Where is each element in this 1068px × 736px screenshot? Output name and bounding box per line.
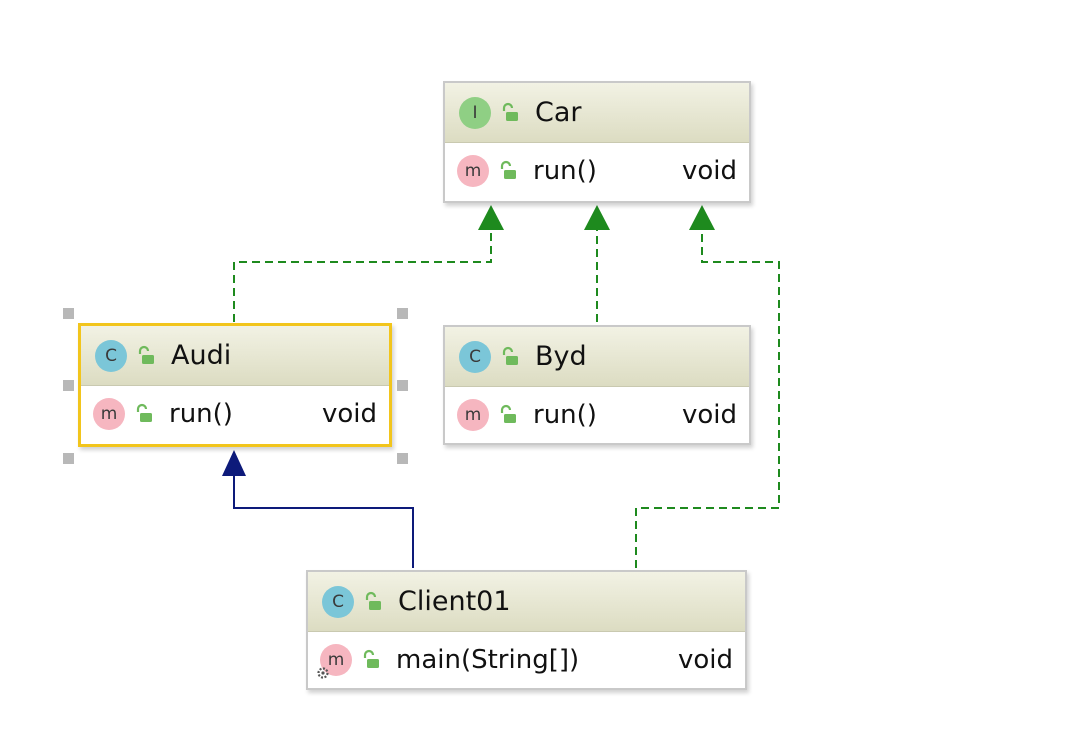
interface-icon: I — [459, 96, 491, 129]
method-row[interactable]: m run() void — [445, 387, 749, 443]
node-header: I Car — [445, 83, 749, 143]
method-icon: m — [457, 155, 489, 187]
public-lock-icon — [365, 591, 381, 610]
resize-handle-top-left[interactable] — [63, 308, 74, 319]
gear-icon — [317, 667, 329, 679]
public-lock-icon — [500, 160, 516, 179]
method-return-type: void — [681, 156, 737, 186]
node-header: C Client01 — [308, 572, 745, 632]
method-return-type: void — [321, 399, 377, 429]
resize-handle-middle-right[interactable] — [397, 380, 408, 391]
method-icon: m — [317, 644, 352, 679]
class-audi[interactable]: C Audi m run() void — [78, 323, 392, 447]
edge-byd-implements-car[interactable] — [584, 205, 610, 322]
method-letter: m — [327, 650, 345, 670]
method-name: main(String[]) — [396, 645, 580, 675]
class-icon: C — [322, 585, 354, 618]
edge-audi-implements-car[interactable] — [233, 205, 504, 322]
public-lock-icon — [136, 403, 152, 422]
public-lock-icon — [363, 649, 379, 668]
node-title: Audi — [171, 340, 232, 371]
class-icon: C — [459, 340, 491, 373]
interface-car[interactable]: I Car m run() void — [443, 81, 751, 203]
node-header: C Audi — [81, 326, 389, 386]
method-row[interactable]: m run() void — [81, 386, 389, 442]
class-client01[interactable]: C Client01 m main(String[]) void — [306, 570, 747, 690]
method-name: run() — [533, 400, 597, 430]
resize-handle-bottom-left[interactable] — [63, 453, 74, 464]
node-title: Car — [535, 97, 582, 128]
method-icon: m — [457, 399, 489, 431]
public-lock-icon — [138, 345, 154, 364]
edge-client01-extends-audi[interactable] — [222, 450, 414, 568]
node-title: Client01 — [398, 586, 511, 617]
node-title: Byd — [535, 341, 587, 372]
public-lock-icon — [500, 404, 516, 423]
method-row[interactable]: m main(String[]) void — [308, 632, 745, 688]
public-lock-icon — [502, 346, 518, 365]
method-name: run() — [169, 399, 233, 429]
class-icon: C — [95, 339, 127, 372]
method-name: run() — [533, 156, 597, 186]
resize-handle-bottom-right[interactable] — [397, 453, 408, 464]
node-header: C Byd — [445, 327, 749, 387]
method-icon: m — [93, 398, 125, 430]
method-return-type: void — [677, 645, 733, 675]
edge-client01-implements-car[interactable] — [635, 205, 780, 568]
resize-handle-top-right[interactable] — [397, 308, 408, 319]
class-byd[interactable]: C Byd m run() void — [443, 325, 751, 445]
method-return-type: void — [681, 400, 737, 430]
resize-handle-middle-left[interactable] — [63, 380, 74, 391]
public-lock-icon — [502, 102, 518, 121]
method-row[interactable]: m run() void — [445, 143, 749, 199]
